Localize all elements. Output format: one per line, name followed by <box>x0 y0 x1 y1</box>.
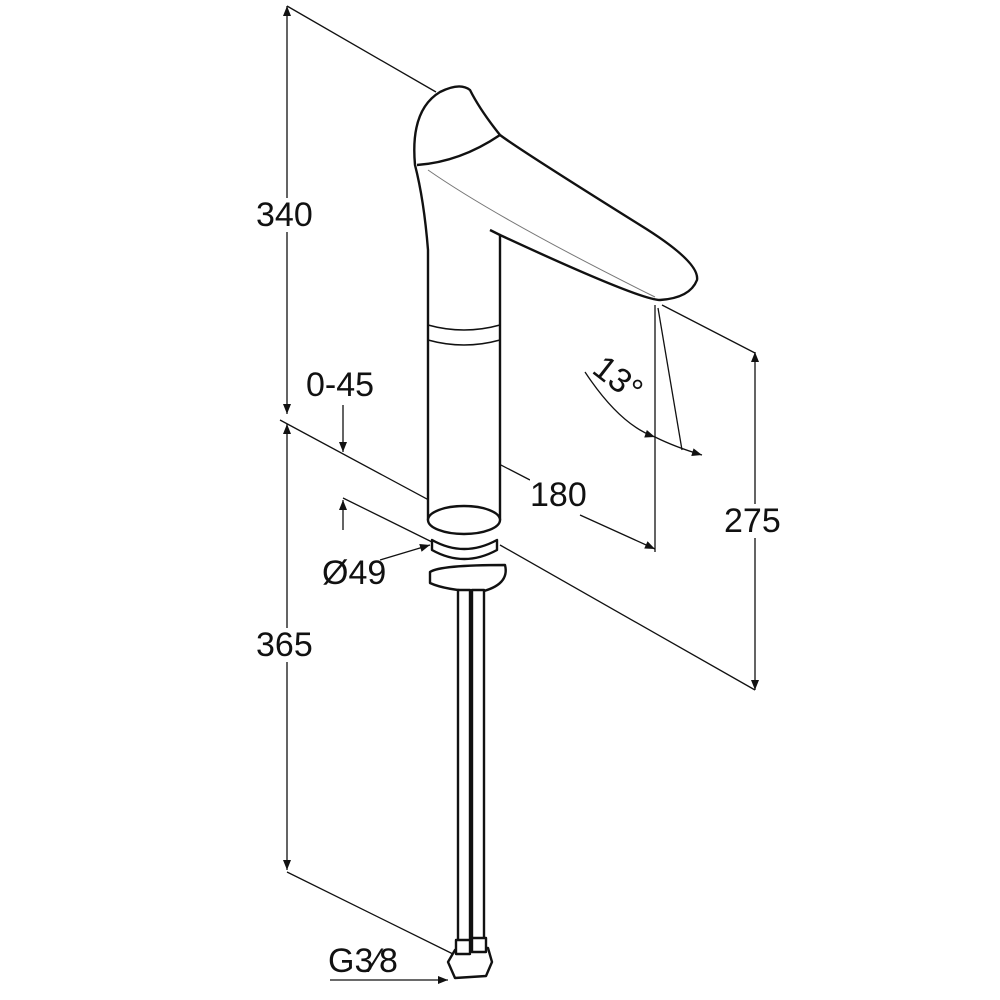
dim-deck-thickness: 0-45 <box>306 366 375 404</box>
dim-spout-reach: 180 <box>530 476 587 514</box>
dim-upper-height: 340 <box>256 196 313 234</box>
dim-base-diameter: Ø49 <box>322 554 387 592</box>
dim-connection-thread: G3⁄8 <box>328 942 398 980</box>
dim-lower-height: 365 <box>256 626 313 664</box>
faucet-body <box>413 85 699 980</box>
dimension-lines <box>279 5 759 984</box>
dim-spout-height: 275 <box>724 502 781 540</box>
